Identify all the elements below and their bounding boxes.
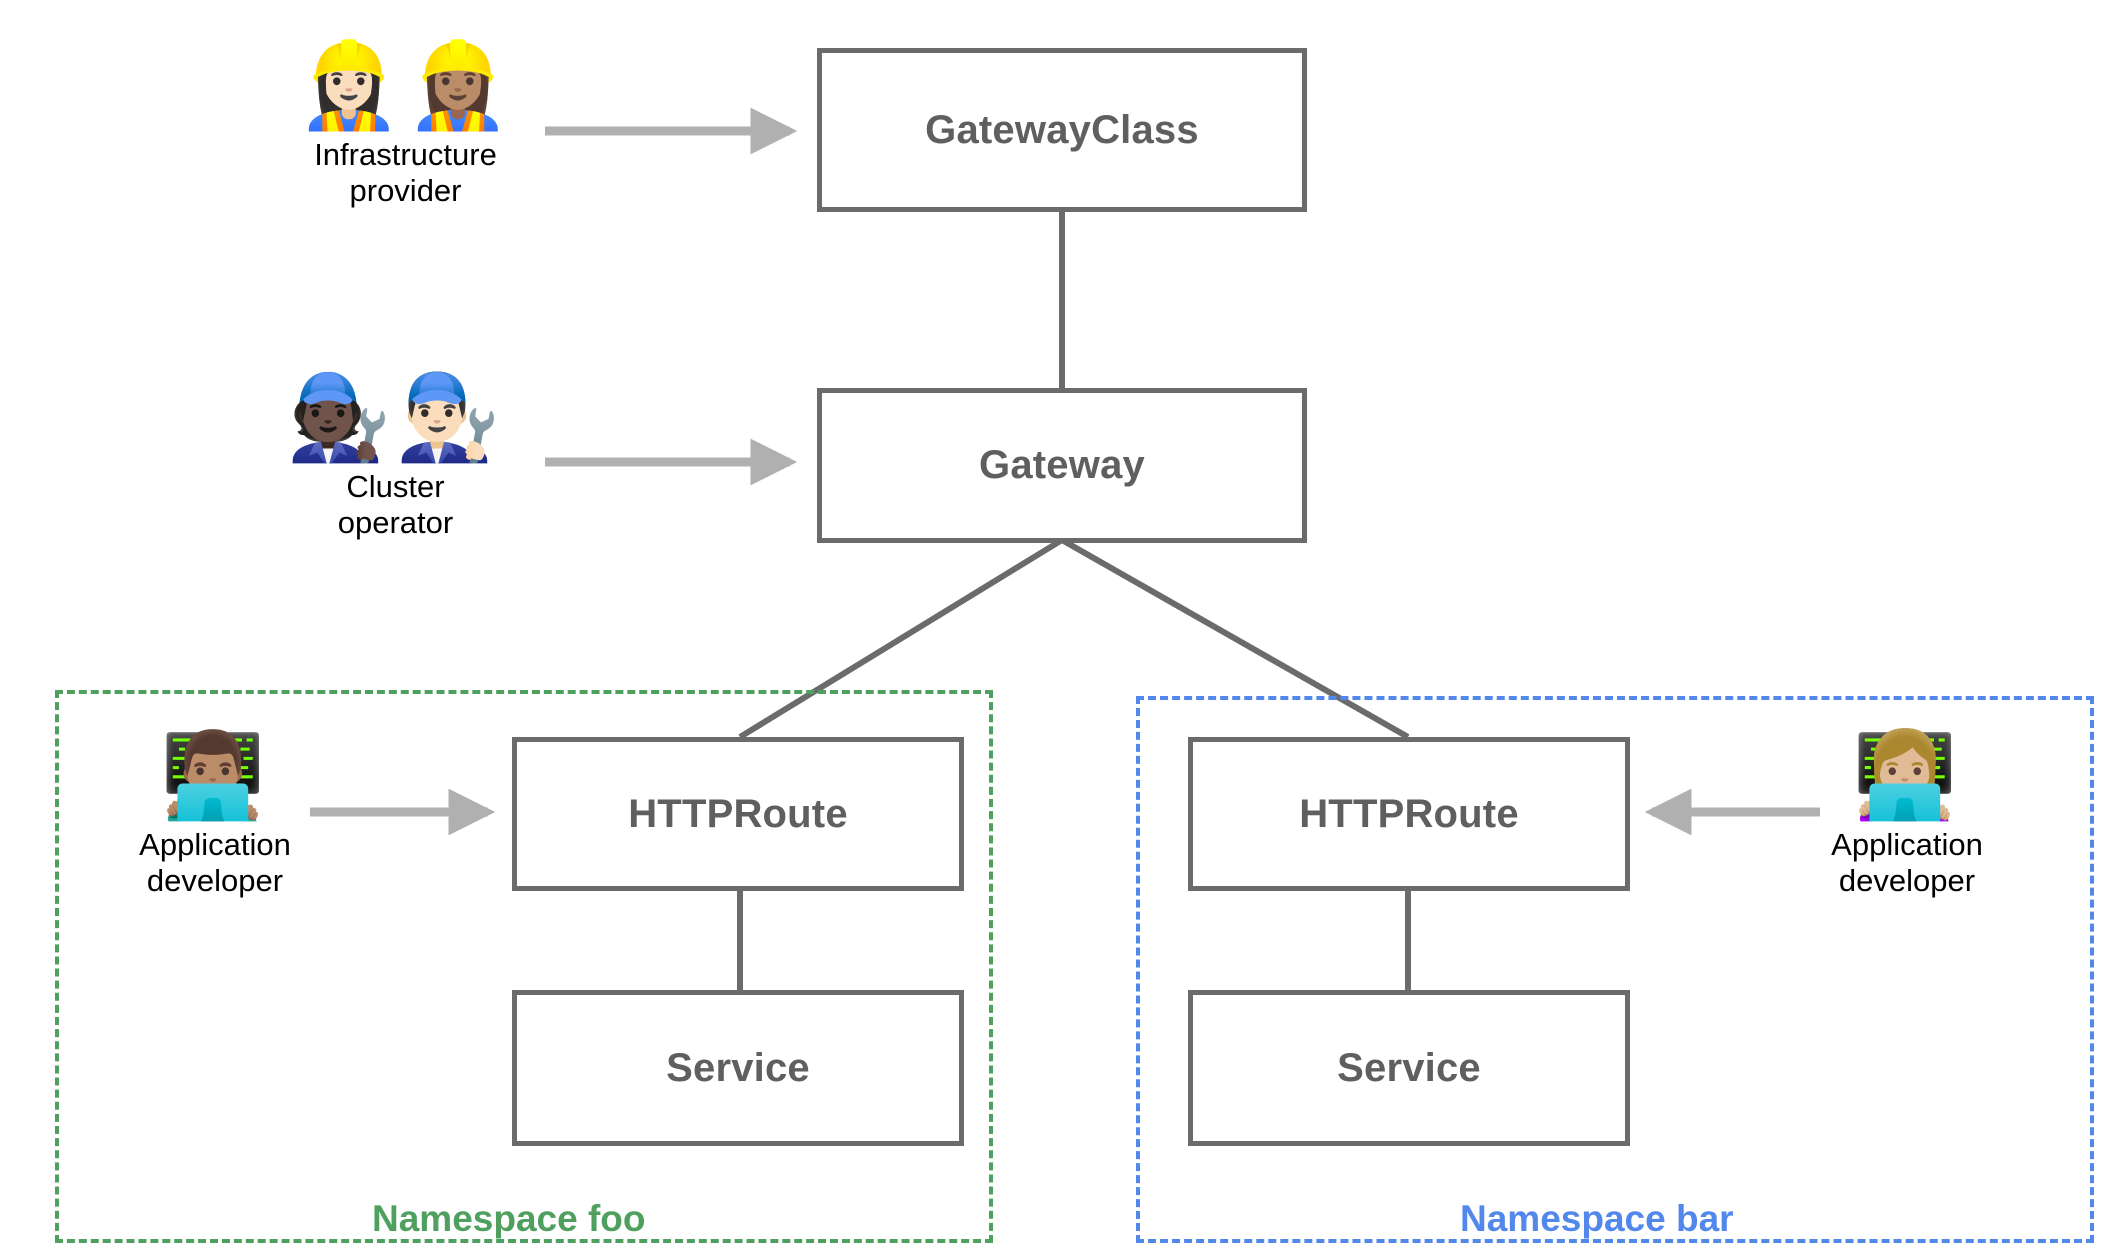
persona-application-developer-foo: 👨🏽‍💻 Application developer (105, 730, 325, 900)
node-httproute-bar-label: HTTPRoute (1299, 791, 1519, 836)
namespace-label-bar: Namespace bar (1460, 1198, 1734, 1239)
node-httproute-foo[interactable]: HTTPRoute (512, 737, 964, 891)
persona-cluster-operator-caption: Cluster operator (337, 468, 454, 541)
persona-infrastructure-provider-label: Infrastructure provider (314, 136, 497, 209)
construction-worker-icon: 👷🏻‍♀️👷🏽‍♀️ (296, 36, 515, 134)
node-gateway-label: Gateway (979, 443, 1145, 487)
namespace-label-foo: Namespace foo (372, 1198, 646, 1239)
namespace-box-foo (55, 690, 993, 1243)
node-service-bar-label: Service (1337, 1045, 1481, 1090)
persona-infrastructure-provider: 👷🏻‍♀️👷🏽‍♀️ Infrastructure provider (268, 40, 543, 210)
node-service-bar[interactable]: Service (1188, 990, 1630, 1146)
persona-application-developer-bar-label: Application developer (1831, 826, 1983, 899)
persona-application-developer-bar: 👩🏼‍💻 Application developer (1797, 730, 2017, 900)
persona-cluster-operator: 🧑🏿‍🔧👨🏻‍🔧 Application developer Cluster o… (258, 372, 533, 542)
persona-application-developer-foo-label: Application developer (139, 826, 291, 899)
node-service-foo-label: Service (666, 1045, 810, 1090)
technologist-icon-foo: 👨🏽‍💻 (160, 726, 270, 824)
node-httproute-foo-label: HTTPRoute (628, 791, 848, 836)
node-gateway[interactable]: Gateway (817, 388, 1307, 543)
node-gatewayclass[interactable]: GatewayClass (817, 48, 1307, 212)
namespace-box-bar (1136, 696, 2094, 1243)
mechanic-icon: 🧑🏿‍🔧👨🏻‍🔧 (286, 368, 505, 466)
technologist-icon-bar: 👩🏼‍💻 (1852, 726, 1962, 824)
node-httproute-bar[interactable]: HTTPRoute (1188, 737, 1630, 891)
node-service-foo[interactable]: Service (512, 990, 964, 1146)
node-gatewayclass-label: GatewayClass (925, 107, 1199, 152)
